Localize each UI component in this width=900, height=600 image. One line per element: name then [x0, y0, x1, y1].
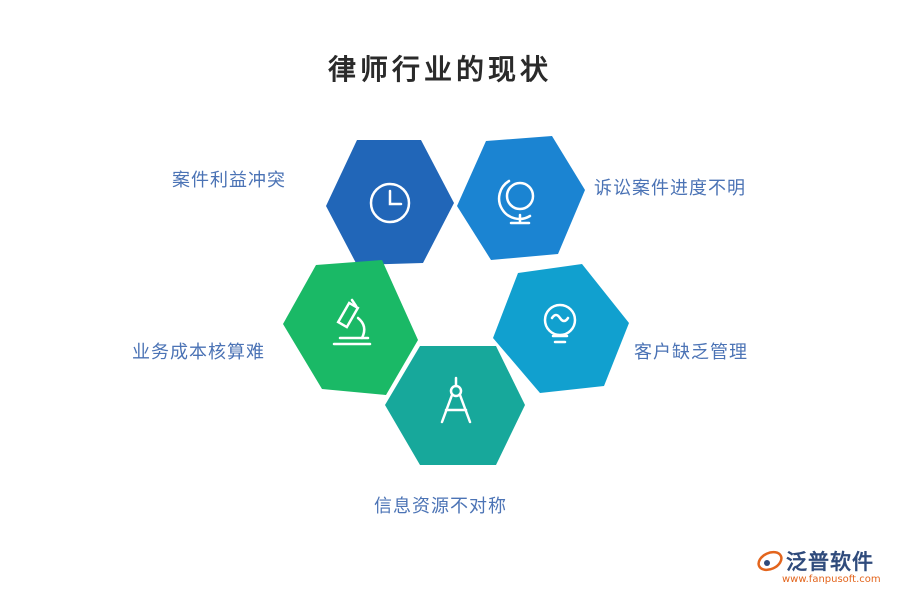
page-title: 律师行业的现状 — [327, 53, 552, 86]
logo-text: 泛普软件 — [786, 550, 874, 574]
microscope-icon — [332, 298, 372, 346]
hexagon-shape — [283, 260, 418, 395]
clock-icon — [369, 182, 411, 224]
hexagon-conflict — [326, 140, 454, 265]
hexagon-shape — [385, 346, 525, 465]
logo-url: www.fanpusoft.com — [782, 574, 881, 585]
hexagon-label: 信息资源不对称 — [374, 496, 507, 517]
lightbulb-icon — [543, 303, 577, 344]
brand-logo: 泛普软件 www.fanpusoft.com — [756, 546, 886, 594]
hexagon-label: 业务成本核算难 — [132, 342, 265, 363]
hexagon-shape — [457, 136, 585, 260]
hexagon-label: 客户缺乏管理 — [634, 342, 748, 363]
hexagon-cost — [283, 260, 418, 395]
globe-icon — [497, 179, 535, 225]
logo-icon — [757, 550, 783, 572]
hexagon-label: 案件利益冲突 — [172, 170, 286, 191]
hexagon-progress — [457, 136, 585, 260]
hexagon-label: 诉讼案件进度不明 — [594, 178, 746, 199]
compass-icon — [440, 376, 472, 424]
hexagon-client — [493, 264, 629, 393]
hexagon-shape — [493, 264, 629, 393]
hexagon-information — [385, 346, 525, 465]
